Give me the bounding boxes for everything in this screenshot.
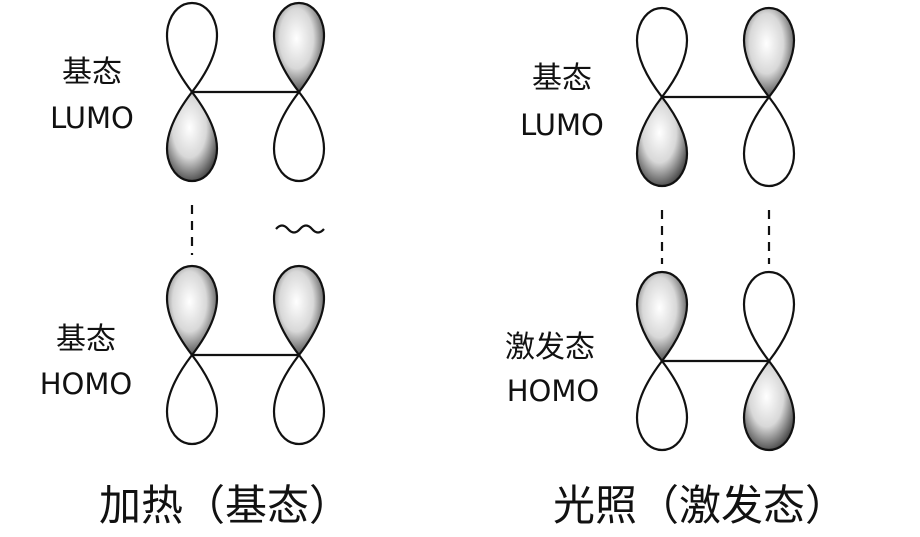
right-homo-label-line1: 激发态 [505,330,595,365]
left-lumo-label-line2: LUMO [50,101,134,135]
left-caption: 加热（基态） [99,481,351,530]
left-homo-orbitals [165,264,326,446]
left-no-overlap-wavy-line [275,224,325,234]
right-lumo-c2-top-lobe [742,6,796,99]
right-lumo-label-line1: 基态 [532,61,592,96]
right-panel: 基态 LUMO 激发态 HOMO 光照（激发态） [505,6,847,530]
left-homo-c1-top-lobe [165,264,219,357]
right-homo-orbitals [635,270,796,452]
left-lumo-c1-top-lobe [165,1,219,94]
right-homo-c2-top-lobe [742,270,796,363]
left-homo-label-line1: 基态 [56,322,116,357]
left-panel: 基态 LUMO 基态 HOMO 加热（基态） [40,1,351,530]
right-lumo-c1-top-lobe [635,6,689,99]
left-homo-label-line2: HOMO [40,367,132,401]
right-caption: 光照（激发态） [553,481,847,530]
right-homo-c1-bottom-lobe [635,359,689,452]
right-homo-label-line2: HOMO [507,374,599,408]
right-homo-c2-bottom-lobe [742,359,796,452]
right-lumo-orbitals [635,6,796,188]
right-lumo-label-line2: LUMO [520,108,604,142]
left-lumo-label-line1: 基态 [62,55,122,90]
left-homo-c2-bottom-lobe [272,353,326,446]
left-lumo-orbitals [165,1,326,183]
left-homo-c2-top-lobe [272,264,326,357]
right-homo-c1-top-lobe [635,270,689,363]
left-lumo-c1-bottom-lobe [165,90,219,183]
left-lumo-c2-top-lobe [272,1,326,94]
right-lumo-c1-bottom-lobe [635,95,689,188]
left-lumo-c2-bottom-lobe [272,90,326,183]
left-homo-c1-bottom-lobe [165,353,219,446]
right-lumo-c2-bottom-lobe [742,95,796,188]
